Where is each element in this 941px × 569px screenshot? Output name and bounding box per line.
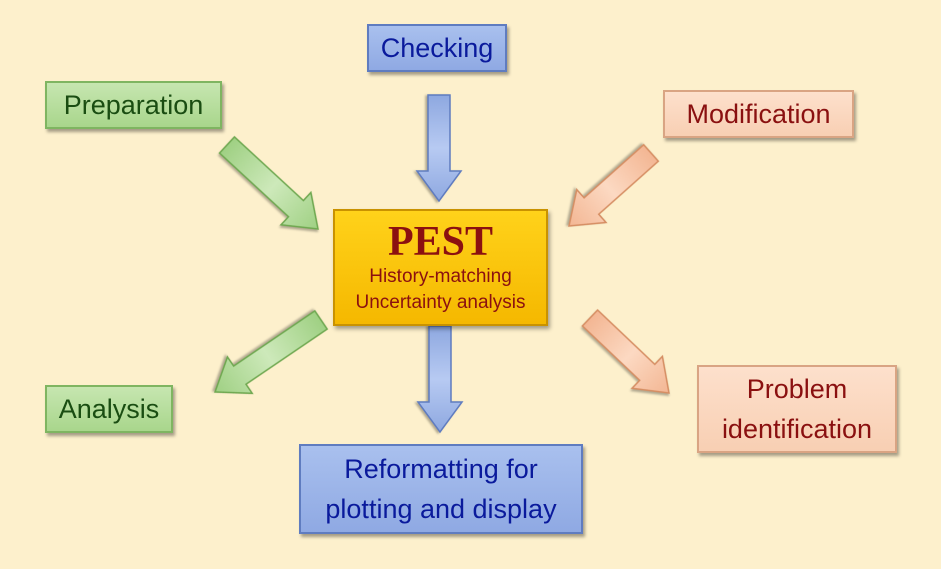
reformatting-label-line2: plotting and display bbox=[325, 494, 557, 524]
checking-label: Checking bbox=[380, 33, 494, 63]
problem-identification-box: Problem identification bbox=[697, 365, 897, 453]
preparation-box: Preparation bbox=[45, 81, 222, 129]
arrow-pest-to-reformatting bbox=[416, 325, 464, 434]
pest-subtitle-history: History-matching bbox=[369, 265, 512, 287]
arrow-pest-to-analysis bbox=[213, 309, 329, 395]
arrow-preparation-to-pest bbox=[218, 135, 319, 230]
analysis-label: Analysis bbox=[58, 394, 160, 424]
checking-box: Checking bbox=[367, 24, 507, 72]
reformatting-box: Reformatting for plotting and display bbox=[299, 444, 583, 534]
preparation-label: Preparation bbox=[63, 90, 204, 120]
problem-label-line1: Problem bbox=[746, 374, 848, 404]
analysis-box: Analysis bbox=[45, 385, 173, 433]
arrow-pest-to-problem bbox=[581, 308, 670, 394]
modification-box: Modification bbox=[663, 90, 854, 138]
arrow-checking-to-pest bbox=[415, 94, 463, 203]
reformatting-label-line1: Reformatting for bbox=[344, 454, 538, 484]
arrow-modification-to-pest bbox=[568, 143, 660, 227]
problem-label-line2: identification bbox=[721, 414, 873, 444]
modification-label: Modification bbox=[686, 99, 831, 129]
pest-box: PEST History-matching Uncertainty analys… bbox=[333, 209, 548, 326]
pest-title: PEST bbox=[387, 218, 494, 265]
pest-subtitle-uncertainty: Uncertainty analysis bbox=[355, 291, 526, 313]
